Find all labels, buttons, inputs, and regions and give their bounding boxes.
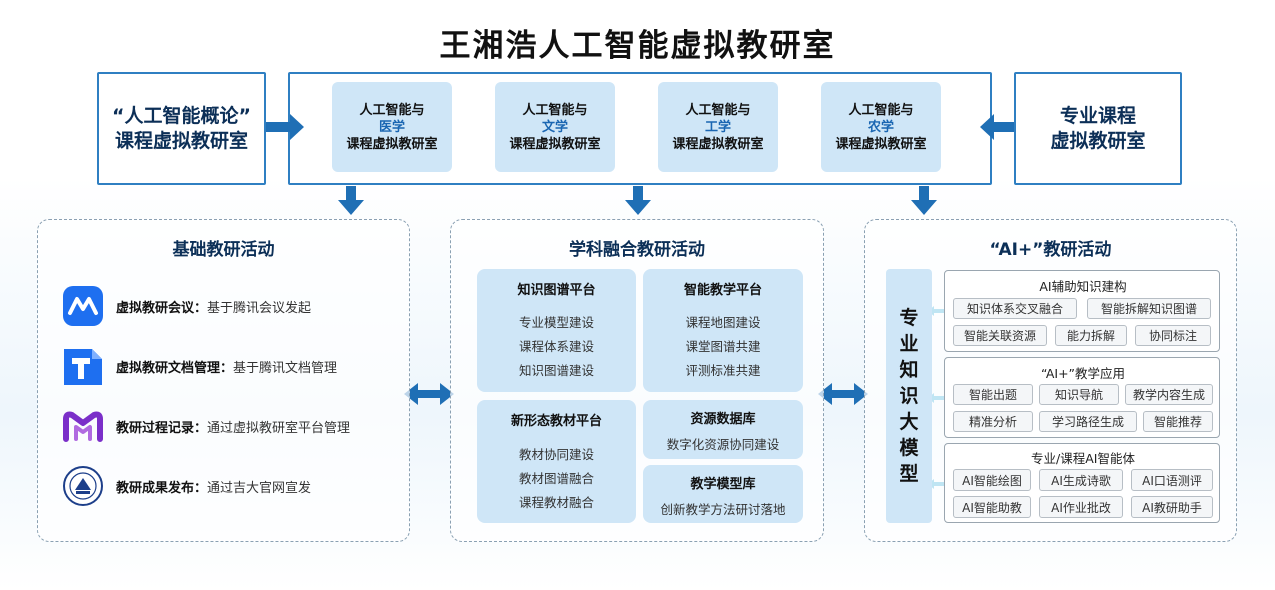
platform-item: 专业模型建设 (518, 315, 594, 330)
ai-chip: AI智能助教 (953, 496, 1031, 518)
activity-row-docs: 虚拟教研文档管理： 基于腾讯文档管理 (62, 344, 337, 388)
platform-teaching-model-lib: 教学模型库 创新教学方法研讨落地 (643, 465, 803, 523)
platform-item: 教材协同建设 (518, 447, 594, 462)
platform-item: 评测标准共建 (685, 363, 761, 378)
lab-literature: 人工智能与 文学 课程虚拟教研室 (495, 82, 615, 172)
professional-course-lab-line2: 虚拟教研室 (1050, 129, 1146, 152)
ai-group-knowledge-construction: AI辅助知识建构 知识体系交叉融合 智能拆解知识图谱 智能关联资源 能力拆解 协… (944, 270, 1220, 352)
platform-smart-teaching: 智能教学平台 课程地图建设 课堂图谱共建 评测标准共建 (643, 269, 803, 392)
ai-chip: AI教研助手 (1131, 496, 1213, 518)
double-arrow-icon (818, 383, 868, 405)
page-title: 王湘浩人工智能虚拟教研室 (439, 28, 836, 64)
professional-course-lab-box: 专业课程 虚拟教研室 (1014, 72, 1182, 185)
tencent-meeting-icon (62, 285, 104, 327)
platform-item: 知识图谱建设 (518, 363, 594, 378)
activity-row-meeting: 虚拟教研会议： 基于腾讯会议发起 (62, 284, 311, 328)
knowledge-model-column: 专 业 知 识 大 模 型 (886, 269, 932, 523)
ai-chip: AI生成诗歌 (1039, 469, 1123, 491)
platform-item: 课程体系建设 (518, 339, 594, 354)
ai-chip: 协同标注 (1135, 325, 1211, 346)
platform-item: 课程教材融合 (518, 495, 594, 510)
double-arrow-icon (404, 383, 454, 405)
ai-group-agents: 专业/课程AI智能体 AI智能绘图 AI生成诗歌 AI口语测评 AI智能助教 A… (944, 443, 1220, 523)
professional-course-lab-line1: 专业课程 (1059, 104, 1136, 127)
platform-logo-icon (62, 405, 104, 447)
ai-chip: 知识体系交叉融合 (953, 298, 1077, 319)
platform-item: 创新教学方法研讨落地 (660, 502, 786, 517)
university-seal-icon (62, 465, 104, 507)
basic-activities-title: 基础教研活动 (172, 240, 275, 260)
ai-group-teaching-application: “AI+”教学应用 智能出题 知识导航 教学内容生成 精准分析 学习路径生成 智… (944, 357, 1220, 438)
ai-chip: 教学内容生成 (1125, 384, 1213, 405)
platform-resource-db: 资源数据库 数字化资源协同建设 (643, 400, 803, 459)
platform-item: 课程地图建设 (685, 315, 761, 330)
fusion-activities-title: 学科融合教研活动 (569, 240, 705, 260)
arrow-down-icon (625, 186, 651, 215)
ai-chip: AI智能绘图 (953, 469, 1031, 491)
ai-chip: 精准分析 (953, 411, 1033, 432)
platform-knowledge-graph: 知识图谱平台 专业模型建设 课程体系建设 知识图谱建设 (477, 269, 636, 392)
lab-agriculture: 人工智能与 农学 课程虚拟教研室 (821, 82, 941, 172)
ai-chip: 能力拆解 (1055, 325, 1127, 346)
ai-chip: 知识导航 (1039, 384, 1119, 405)
lab-medicine: 人工智能与 医学 课程虚拟教研室 (332, 82, 452, 172)
platform-new-textbook: 新形态教材平台 教材协同建设 教材图谱融合 课程教材融合 (477, 400, 636, 523)
ai-chip: 学习路径生成 (1039, 411, 1137, 432)
lab-field: 工学 (704, 119, 731, 135)
intro-course-lab-line1: “人工智能概论” (112, 104, 251, 127)
arrow-down-icon (911, 186, 937, 215)
lab-field: 医学 (378, 119, 405, 135)
platform-item: 课堂图谱共建 (685, 339, 761, 354)
lab-field: 农学 (867, 119, 894, 135)
lab-engineering: 人工智能与 工学 课程虚拟教研室 (658, 82, 778, 172)
ai-chip: 智能出题 (953, 384, 1033, 405)
ai-chip: 智能关联资源 (953, 325, 1047, 346)
ai-activities-title: “AI+”教研活动 (989, 240, 1112, 260)
intro-course-lab-box: “人工智能概论” 课程虚拟教研室 (97, 72, 266, 185)
intro-course-lab-line2: 课程虚拟教研室 (114, 129, 248, 152)
ai-chip: 智能推荐 (1143, 411, 1213, 432)
lab-field: 文学 (541, 119, 568, 135)
activity-row-process: 教研过程记录： 通过虚拟教研室平台管理 (62, 404, 350, 448)
activity-row-publish: 教研成果发布： 通过吉大官网宣发 (62, 464, 311, 508)
platform-item: 数字化资源协同建设 (666, 437, 780, 452)
ai-chip: 智能拆解知识图谱 (1087, 298, 1211, 319)
ai-chip: AI作业批改 (1039, 496, 1123, 518)
ai-chip: AI口语测评 (1131, 469, 1213, 491)
platform-item: 教材图谱融合 (518, 471, 594, 486)
tencent-docs-icon (62, 345, 104, 387)
arrow-down-icon (338, 186, 364, 215)
